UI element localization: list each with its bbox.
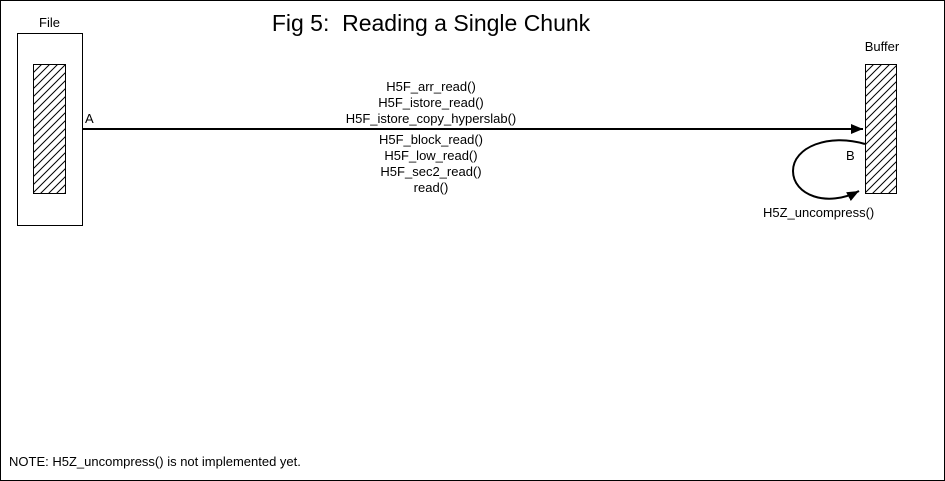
callstack-entry: H5F_istore_copy_hyperslab() <box>345 111 517 126</box>
point-a-label: A <box>85 111 94 126</box>
callstack-above-line: H5F_arr_read() H5F_istore_read() H5F_ist… <box>231 79 631 127</box>
point-b-label: B <box>846 148 855 163</box>
file-chunk-region <box>33 64 66 194</box>
callstack-entry: read() <box>413 180 449 195</box>
buffer-box <box>865 64 897 194</box>
callstack-entry: H5F_istore_read() <box>378 95 484 110</box>
callstack-entry: H5F_block_read() <box>378 132 484 147</box>
note-label: NOTE: H5Z_uncompress() is not implemente… <box>9 454 301 469</box>
buffer-label: Buffer <box>864 39 900 54</box>
uncompress-label: H5Z_uncompress() <box>763 205 875 220</box>
callstack-entry: H5F_arr_read() <box>386 79 476 94</box>
file-label: File <box>39 15 60 30</box>
callstack-entry: H5F_sec2_read() <box>380 164 482 179</box>
figure-title: Fig 5: Reading a Single Chunk <box>271 10 591 36</box>
uncompress-loop-arrow <box>791 139 866 202</box>
callstack-entry: H5F_low_read() <box>384 148 478 163</box>
callstack-below-line: H5F_block_read() H5F_low_read() H5F_sec2… <box>231 132 631 196</box>
